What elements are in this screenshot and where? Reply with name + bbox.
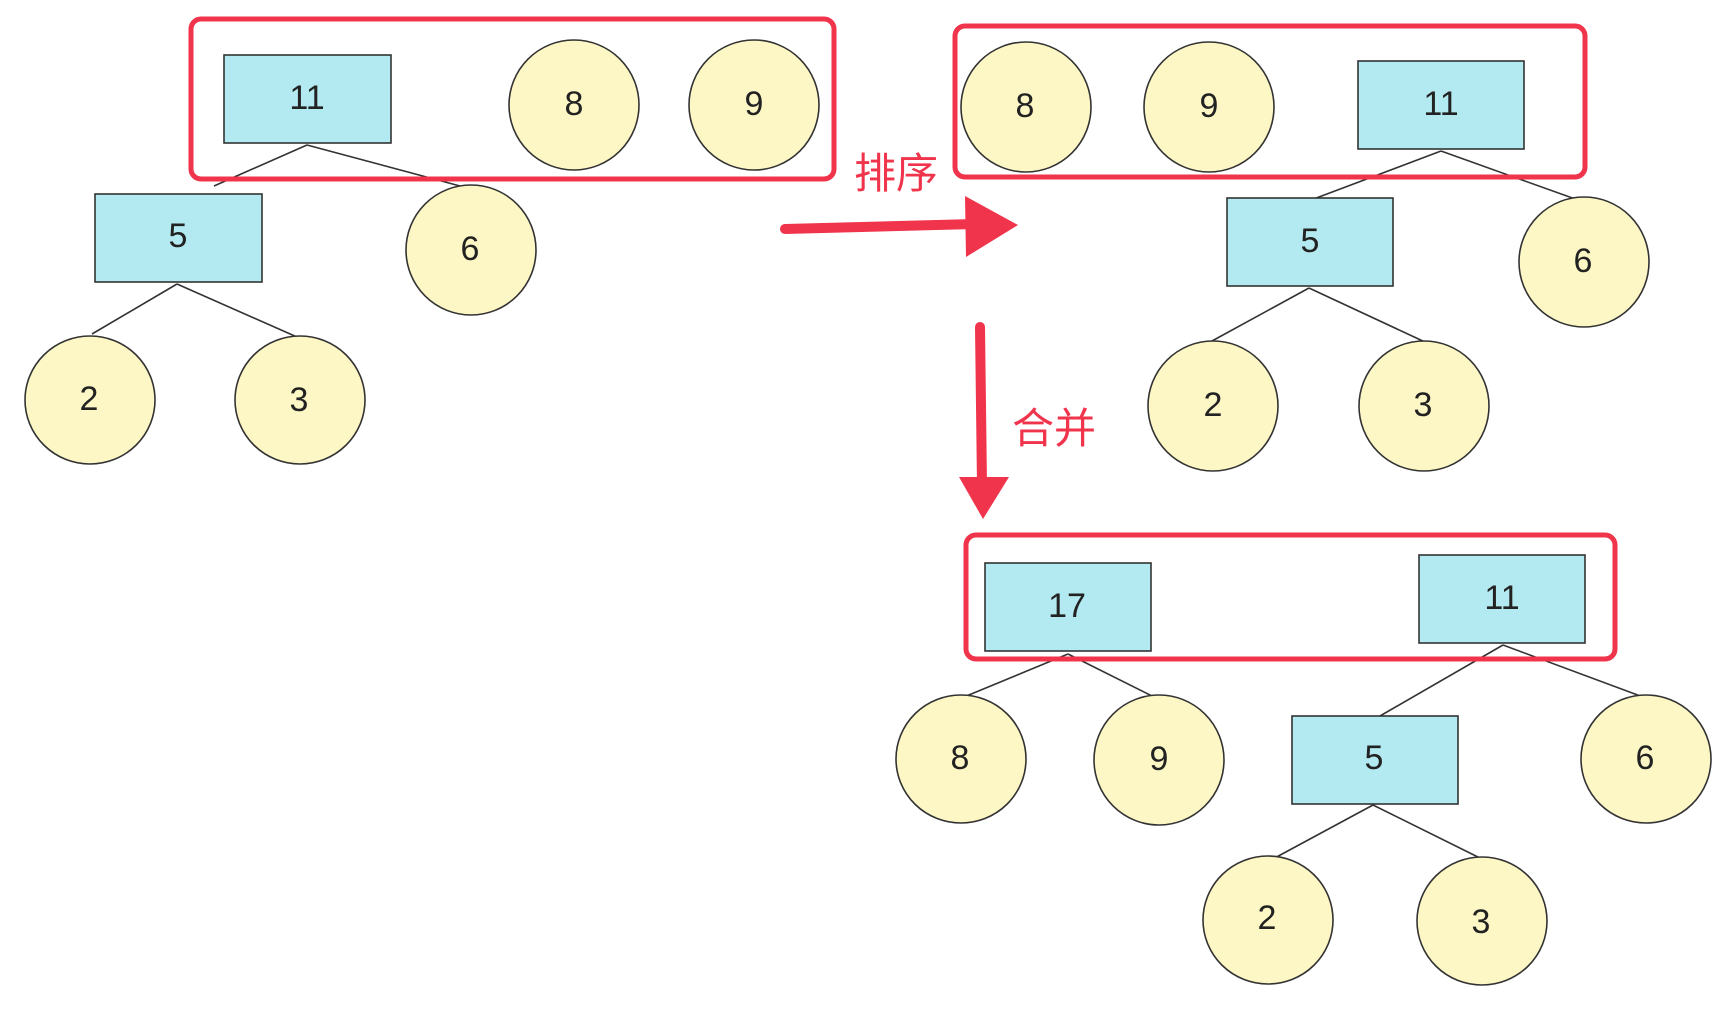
arrow-shaft	[780, 219, 980, 234]
node-label: 2	[80, 380, 99, 418]
node-label: 6	[1636, 739, 1655, 777]
tree-node-3	[1358, 340, 1490, 472]
node-label: 11	[1484, 579, 1519, 617]
edge	[1270, 804, 1374, 861]
node-label: 8	[1016, 87, 1035, 125]
node-label: 2	[1258, 899, 1277, 937]
node-label: 17	[1048, 587, 1086, 625]
tree-node-8	[895, 694, 1027, 824]
tree-node-8	[960, 41, 1092, 173]
node-label: 11	[1423, 85, 1458, 123]
tree-node-9	[688, 39, 820, 171]
node-label: 8	[951, 739, 970, 777]
node-label: 9	[745, 85, 764, 123]
tree-node-5	[94, 193, 263, 283]
stage-1: 11 8 9 5 6 2 3	[24, 16, 837, 465]
sort-step-label: 排序	[854, 149, 938, 198]
highlight-frame	[188, 16, 837, 182]
tree-node-17	[984, 562, 1152, 652]
tree-node-3	[234, 335, 366, 465]
stage-2: 8 9 11 5 6 2 3	[952, 23, 1650, 472]
tree-node-8	[508, 39, 640, 171]
node-label: 9	[1200, 87, 1219, 125]
edge	[1379, 644, 1504, 717]
edge	[1308, 287, 1426, 343]
tree-node-6	[405, 184, 537, 316]
node-label: 3	[290, 381, 309, 419]
tree-node-3	[1416, 856, 1548, 986]
highlight-frame	[963, 532, 1618, 662]
sort-arrow	[780, 196, 1018, 257]
node-label: 3	[1472, 903, 1491, 941]
node-label: 11	[289, 79, 324, 117]
tree-node-2	[1202, 855, 1334, 985]
node-label: 6	[461, 230, 480, 268]
node-label: 5	[1365, 739, 1384, 777]
tree-node-6	[1580, 694, 1712, 824]
tree-node-2	[1147, 340, 1279, 472]
tree-node-5	[1291, 715, 1459, 805]
stage-3: 17 11 8 9 5 6 2 3	[895, 532, 1712, 986]
arrow-head	[959, 477, 1009, 519]
edge	[91, 283, 178, 335]
node-label: 3	[1414, 386, 1433, 424]
node-label: 5	[169, 217, 188, 255]
tree-node-11	[1357, 60, 1525, 150]
merge-step-label: 合并	[1012, 404, 1096, 453]
merge-arrow	[959, 322, 1009, 519]
node-label: 6	[1574, 242, 1593, 280]
arrow-shaft	[975, 322, 987, 490]
highlight-frame	[952, 23, 1588, 180]
node-label: 2	[1204, 386, 1223, 424]
tree-node-11	[223, 54, 392, 144]
tree-node-5	[1226, 197, 1394, 287]
edge	[1502, 644, 1644, 698]
tree-node-11	[1418, 554, 1586, 644]
tree-node-9	[1093, 694, 1225, 826]
tree-node-6	[1518, 196, 1650, 328]
node-label: 8	[565, 85, 584, 123]
edge	[1372, 804, 1489, 863]
edge	[1211, 287, 1310, 342]
tree-node-2	[24, 335, 156, 465]
node-label: 5	[1301, 222, 1320, 260]
edge	[176, 283, 298, 338]
node-label: 9	[1150, 740, 1169, 778]
tree-node-9	[1143, 41, 1275, 173]
arrow-head	[965, 196, 1018, 257]
